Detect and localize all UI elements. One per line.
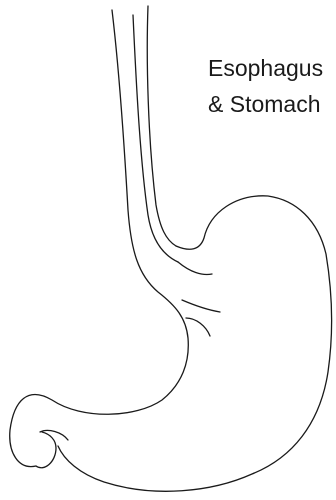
- esophagus-right-wall: [147, 6, 176, 246]
- cardiac-fold-1: [182, 300, 220, 312]
- duodenum-tip: [36, 432, 56, 468]
- esophagus-inner-line: [133, 15, 178, 262]
- diagram-label-line-1: Esophagus: [208, 55, 323, 82]
- esophagus-left-wall: [10, 10, 189, 467]
- stomach-outer-contour: [58, 196, 332, 491]
- pylorus-hook: [40, 430, 68, 440]
- diagram-label-line-2: & Stomach: [208, 91, 321, 118]
- cardiac-fold-2: [186, 318, 210, 336]
- stomach-angular-fold: [178, 262, 212, 275]
